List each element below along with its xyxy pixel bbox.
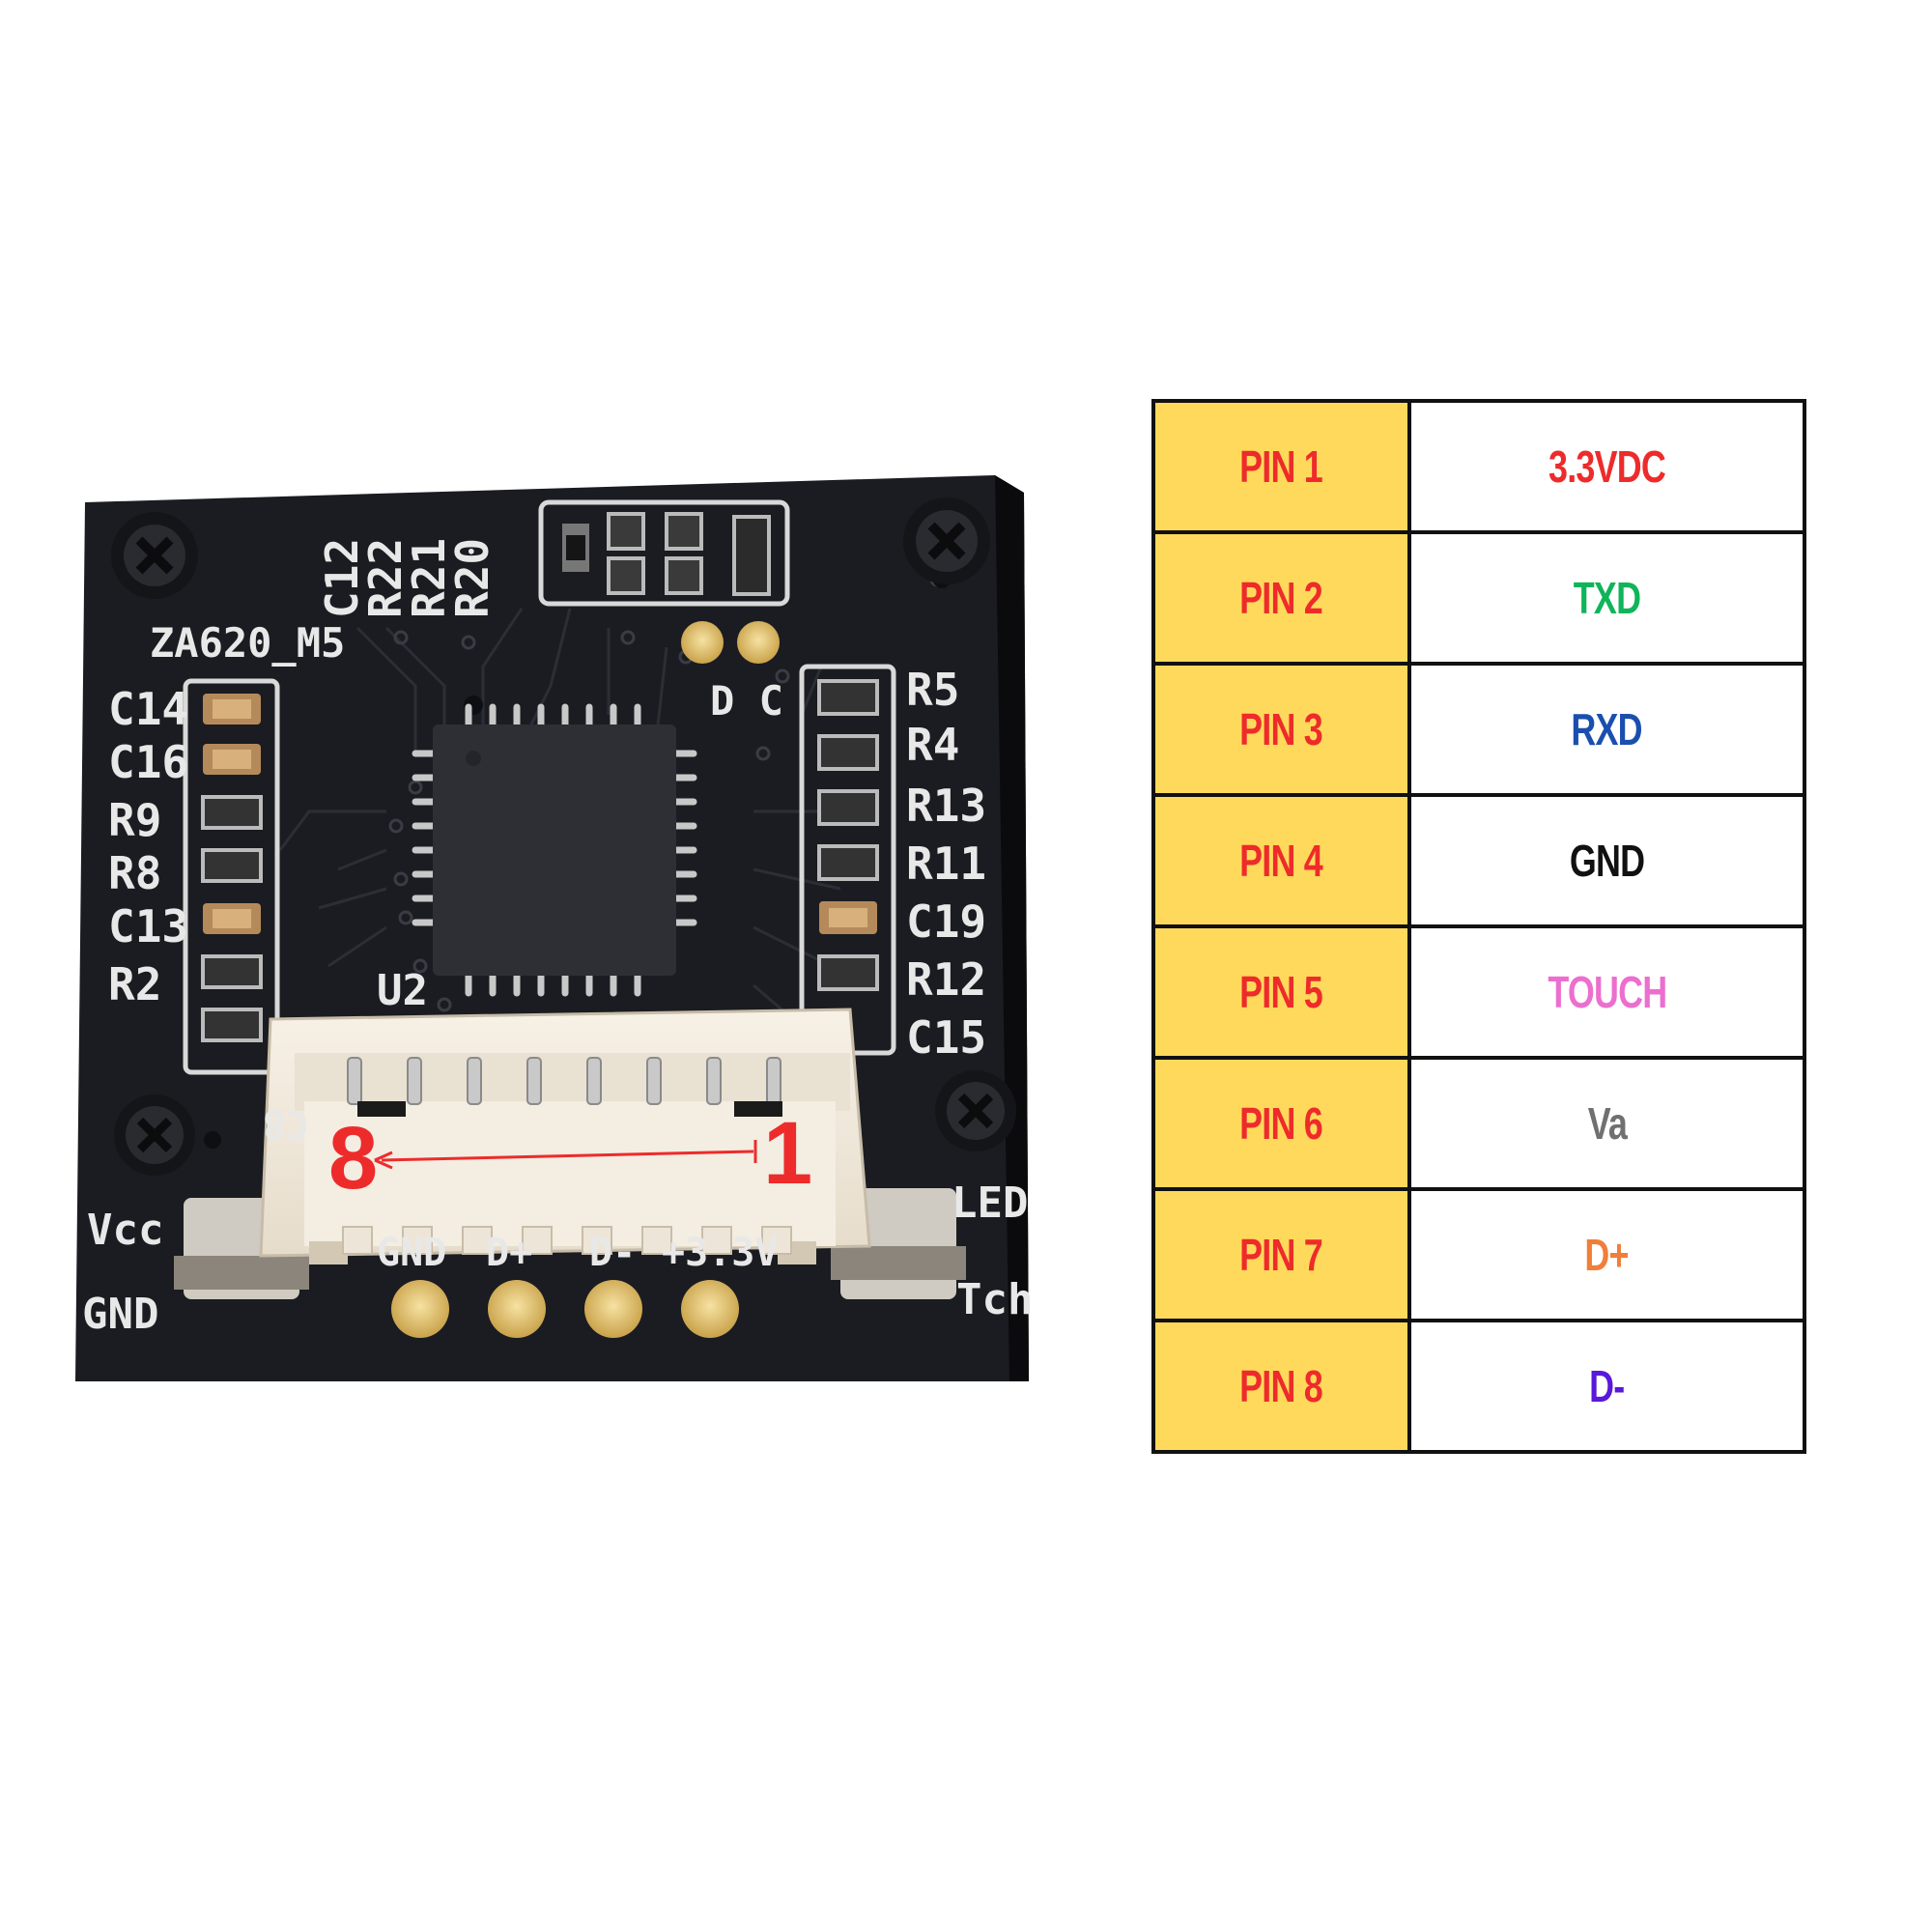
pin-function: 3.3VDC	[1548, 441, 1666, 492]
direction-arrow-line	[381, 1150, 754, 1162]
pin-label-cell: PIN 2	[1151, 530, 1411, 666]
main-ic-chip	[412, 703, 697, 997]
silk-left-c13: C13	[108, 900, 188, 952]
silk-led: LED	[952, 1179, 1028, 1228]
pin-label-cell: PIN 8	[1151, 1319, 1411, 1454]
silk-right-r4: R4	[906, 719, 959, 771]
pin-function-cell: GND	[1407, 793, 1806, 928]
silk-model: ZA620_M5	[150, 619, 345, 667]
test-pad-c	[737, 621, 780, 664]
bottom-gold-pads	[391, 1280, 739, 1338]
silk-left-r9: R9	[108, 794, 161, 846]
pin-function: D+	[1584, 1230, 1630, 1280]
pin-row-4: PIN 4 GND	[1151, 793, 1806, 928]
silk-right-c15: C15	[906, 1011, 986, 1064]
silk-dc: D C	[710, 677, 783, 724]
pin-function-cell: D-	[1407, 1319, 1806, 1454]
direction-arrow-head	[374, 1151, 393, 1170]
pin-function: RXD	[1571, 704, 1643, 754]
silk-bottom-dplus: D+	[486, 1231, 532, 1275]
pin-row-3: PIN 3 RXD	[1151, 662, 1806, 797]
top-component-block	[538, 499, 790, 607]
pin-label: PIN 8	[1239, 1361, 1324, 1411]
pin-row-2: PIN 2 TXD	[1151, 530, 1806, 666]
pin-function-cell: 3.3VDC	[1407, 399, 1806, 534]
silk-right-r12: R12	[906, 953, 986, 1006]
silk-tch: Tch	[956, 1275, 1033, 1324]
pin-label-cell: PIN 6	[1151, 1056, 1411, 1191]
pin-label: PIN 4	[1239, 836, 1324, 886]
screw-bottom-left	[114, 1094, 195, 1176]
pcb-edge-shadow	[995, 475, 1029, 1381]
side-metal-tab-right	[831, 1188, 966, 1299]
screw-top-right	[903, 497, 990, 584]
silk-right-r13: R13	[906, 780, 986, 832]
silk-top-r22: R22	[359, 538, 412, 618]
test-pad-d	[681, 621, 724, 664]
pin-label-cell: PIN 7	[1151, 1187, 1411, 1322]
pin-function-cell: TOUCH	[1407, 924, 1806, 1060]
pin-label-cell: PIN 5	[1151, 924, 1411, 1060]
pin-row-8: PIN 8 D-	[1151, 1319, 1806, 1454]
pin-table: PIN 1 3.3VDC PIN 2 TXD PIN 3 RXD PIN 4 G…	[1151, 399, 1806, 1454]
silk-left-c16: C16	[108, 736, 188, 788]
silk-bottom-dminus: D-	[589, 1231, 636, 1275]
pin-row-1: PIN 1 3.3VDC	[1151, 399, 1806, 534]
pin-function: TOUCH	[1547, 967, 1667, 1017]
pin-row-7: PIN 7 D+	[1151, 1187, 1806, 1322]
pin-function-cell: TXD	[1407, 530, 1806, 666]
silk-top-c12: C12	[316, 538, 368, 618]
silk-vcc: Vcc	[87, 1206, 163, 1255]
screw-top-left	[111, 512, 198, 599]
pin-function-cell: D+	[1407, 1187, 1806, 1322]
silk-right-c19: C19	[906, 895, 986, 948]
pin-label: PIN 6	[1239, 1098, 1324, 1149]
pin-row-5: PIN 5 TOUCH	[1151, 924, 1806, 1060]
pin-label: PIN 2	[1239, 573, 1324, 623]
silk-top-r20: R20	[446, 538, 498, 618]
silk-c8: C8	[263, 1101, 309, 1146]
jst-connector: 8 1	[259, 1008, 871, 1264]
silk-left-c14: C14	[108, 683, 188, 735]
pin-function-cell: RXD	[1407, 662, 1806, 797]
silk-right-r5: R5	[906, 664, 959, 716]
pin-label-cell: PIN 4	[1151, 793, 1411, 928]
connector-pin-8-label: 8	[328, 1109, 378, 1208]
pin-label: PIN 7	[1239, 1230, 1324, 1280]
pcb-board-photo: 8 1 ZA620_M5 C12 R22 R21 R20 C14 C16 R9 …	[68, 464, 1043, 1381]
silk-bottom-gnd: GND	[377, 1231, 446, 1275]
silk-bottom-3v3: +3.3V	[662, 1231, 778, 1275]
pin-label: PIN 1	[1239, 441, 1324, 492]
silk-right-r11: R11	[906, 838, 986, 890]
pin-label-cell: PIN 1	[1151, 399, 1411, 534]
silk-gnd: GND	[82, 1290, 158, 1339]
silkscreen-labels: ZA620_M5 C12 R22 R21 R20 C14 C16 R9 R8 C…	[82, 538, 1033, 1339]
silk-top-r21: R21	[403, 538, 455, 618]
left-component-column	[183, 678, 280, 1075]
pin-label-cell: PIN 3	[1151, 662, 1411, 797]
pin-function: GND	[1569, 836, 1645, 886]
screw-bottom-right	[935, 1070, 1016, 1151]
pin-row-6: PIN 6 Va	[1151, 1056, 1806, 1191]
pin-function-cell: Va	[1407, 1056, 1806, 1191]
silk-left-r8: R8	[108, 847, 161, 899]
pin-label: PIN 3	[1239, 704, 1324, 754]
connector-pin-1-label: 1	[763, 1104, 812, 1203]
silk-ic-u2: U2	[377, 966, 428, 1015]
pin-function: TXD	[1573, 573, 1641, 623]
pin-function: D-	[1589, 1361, 1625, 1411]
pin-label: PIN 5	[1239, 967, 1324, 1017]
pin-function: Va	[1587, 1098, 1627, 1149]
silk-left-r2: R2	[108, 958, 161, 1010]
right-component-column	[799, 664, 896, 1056]
